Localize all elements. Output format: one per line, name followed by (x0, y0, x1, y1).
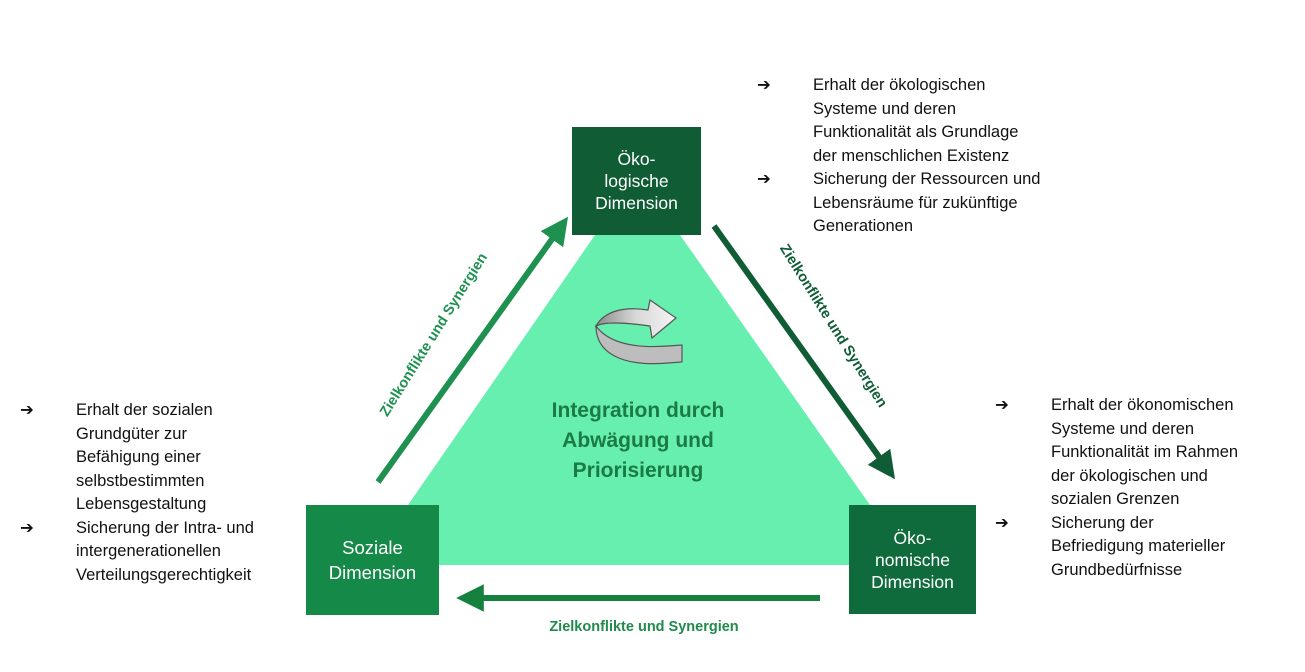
bullet-text: Sicherung der Befriedigung materieller G… (1051, 513, 1226, 579)
arrow-social-to-ecological (375, 216, 569, 484)
integration-label: Integration durch Abwägung und Priorisie… (551, 399, 725, 482)
bullet-text: Erhalt der ökologischen Systeme und dere… (813, 76, 1019, 165)
bullet-text: Erhalt der sozialen Grundgüter zur Befäh… (76, 401, 213, 513)
bullet-text: Erhalt der ökonomischen Systeme und dere… (1051, 396, 1239, 508)
social-bullet-list: ➔ Erhalt der sozialen Grundgüter zur Bef… (20, 399, 254, 587)
social-dimension-box: Soziale Dimension (306, 505, 439, 615)
social-dimension-label: Soziale Dimension (328, 537, 417, 583)
list-item: ➔ Erhalt der sozialen Grundgüter zur Bef… (20, 399, 254, 517)
list-item: ➔ Sicherung der Intra- und intergenerati… (20, 517, 254, 588)
bullet-text: Sicherung der Ressourcen und Lebensräume… (813, 170, 1041, 235)
ecological-bullet-list: ➔ Erhalt der ökologischen Systeme und de… (757, 74, 1040, 239)
edge-label-bottom: Zielkonflikte und Synergien (549, 619, 739, 635)
rightwards-arrow-icon: ➔ (995, 396, 1009, 414)
rightwards-arrow-icon: ➔ (995, 513, 1009, 532)
list-item: ➔ Erhalt der ökologischen Systeme und de… (757, 74, 1040, 168)
list-item: ➔ Sicherung der Befriedigung materieller… (995, 512, 1238, 583)
ecological-dimension-box: Öko- logische Dimension (572, 127, 701, 235)
rightwards-arrow-icon: ➔ (757, 170, 771, 188)
curved-arrow-icon (594, 298, 683, 365)
integration-triangle (408, 235, 876, 565)
list-item: ➔ Erhalt der ökonomischen Systeme und de… (995, 394, 1238, 512)
economic-dimension-box: Öko- nomische Dimension (849, 505, 976, 614)
economic-bullet-list: ➔ Erhalt der ökonomischen Systeme und de… (995, 394, 1238, 582)
rightwards-arrow-icon: ➔ (20, 401, 34, 419)
list-item: ➔ Sicherung der Ressourcen und Lebensräu… (757, 168, 1040, 239)
bullet-text: Sicherung der Intra- und intergeneration… (76, 518, 254, 584)
arrow-ecological-to-economic (711, 224, 896, 480)
rightwards-arrow-icon: ➔ (757, 76, 771, 94)
rightwards-arrow-icon: ➔ (20, 518, 34, 537)
economic-dimension-label: Öko- nomische Dimension (871, 527, 954, 592)
ecological-dimension-label: Öko- logische Dimension (595, 149, 678, 213)
